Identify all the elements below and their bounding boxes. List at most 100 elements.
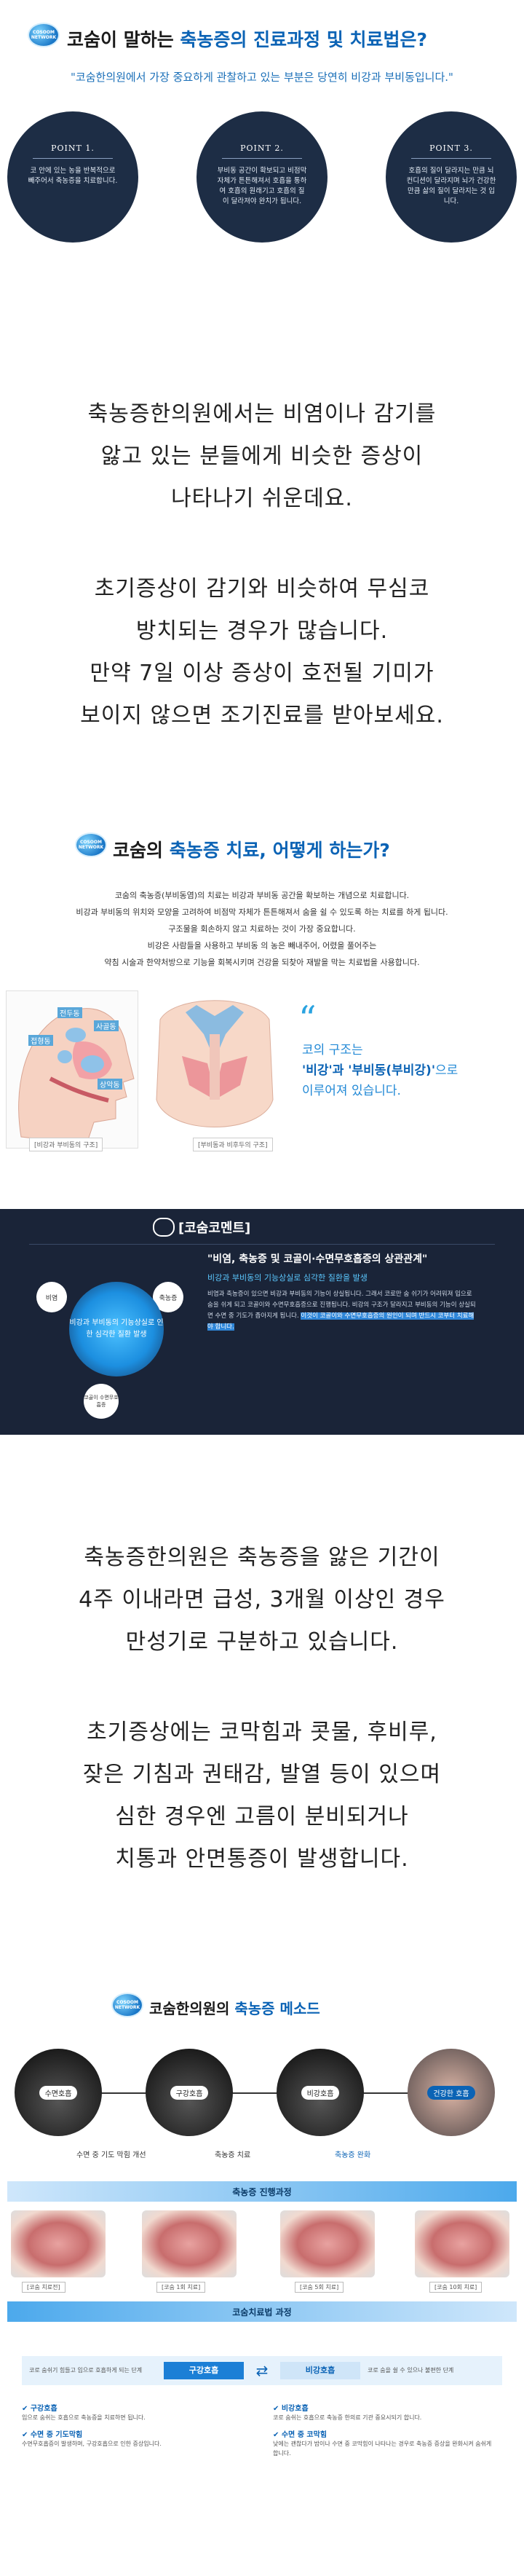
- thumb-1: [142, 2210, 237, 2277]
- note-text: 입으로 숨쉬는 호흡으로 축농증을 치료하면 됩니다.: [22, 2414, 146, 2421]
- text-block-4: 초기증상에는 코막힘과 콧물, 후비루, 잦은 기침과 권태감, 발열 등이 있…: [0, 1712, 524, 1880]
- comment-text: 비염과 축농증이 있으면 비강과 부비동의 기능이 상실됩니다. 그래서 코로만…: [207, 1289, 477, 1333]
- para-line: 비강은 사람들을 사용하고 부비동 의 농은 빼내주어, 어렸을 풀어주는: [147, 941, 377, 950]
- progress-bar: 축농증 진행과정: [7, 2181, 517, 2202]
- divider: [33, 158, 113, 159]
- step-note-1: 수면 중 기도 막힘 개선: [76, 2151, 146, 2159]
- swap-arrows-icon: ⇄: [255, 2362, 269, 2379]
- section1-title-prefix: 코숨이 말하는: [67, 29, 180, 50]
- node-rhinitis: 비염: [36, 1282, 67, 1312]
- text-line: 방치되는 경우가 많습니다.: [135, 618, 389, 644]
- text-block-3: 축농증한의원은 축농증을 앓은 기간이 4주 이내라면 급성, 3개월 이상인 …: [0, 1537, 524, 1663]
- label-ethmoid: 사골동: [94, 1020, 119, 1031]
- quote-line: 이루어져 있습니다.: [302, 1084, 401, 1098]
- text-block-1: 축농증한의원에서는 비염이나 감기를 앓고 있는 분들에게 비슷한 증상이 나타…: [0, 393, 524, 520]
- nose-label: 비강호흡: [280, 2362, 360, 2379]
- section3-title: 코숨한의원의 축농증 메소드: [149, 1997, 320, 2018]
- text-line: 초기증상이 감기와 비슷하여 무심코: [94, 576, 430, 602]
- section1-title-highlight: 축농증의 진료과정 및 치료법은?: [180, 29, 428, 50]
- text-line: 만약 7일 이상 증상이 호전될 기미가: [90, 661, 434, 686]
- section3-title-prefix: 코숨한의원의: [149, 2000, 235, 2017]
- note-heading: ✔ 수면 중 기도막힘: [22, 2431, 83, 2439]
- step-mouth-breathing: 구강호흡: [146, 2049, 233, 2136]
- text-line: 나타나기 쉬운데요.: [171, 486, 353, 511]
- section2-title-highlight: 축농증 치료, 어떻게 하는가?: [169, 840, 390, 861]
- section2-title: 코숨의 축농증 치료, 어떻게 하는가?: [113, 836, 390, 862]
- note-text: 수면무호흡증이 발생하며, 구강호흡으로 인한 증상입니다.: [22, 2441, 162, 2447]
- step-sleep-breathing: 수면호흡: [15, 2049, 102, 2136]
- treatment-label: 코숨치료법 과정: [232, 2307, 292, 2317]
- point-3-title: POINT 3.: [429, 143, 473, 153]
- point-3-circle: POINT 3. 호흡의 질이 달라지는 만큼 뇌 컨디션이 달라지며 뇌가 건…: [386, 111, 517, 243]
- text-line: 잦은 기침과 권태감, 발열 등이 있으며: [82, 1762, 442, 1787]
- text-line: 초기증상에는 코막힘과 콧물, 후비루,: [87, 1720, 437, 1745]
- note-heading: ✔ 구강호흡: [22, 2405, 57, 2413]
- thumb-before: [11, 2210, 106, 2277]
- thumb-caption: [코숨 10회 치료]: [429, 2282, 483, 2293]
- step-note-3: 축농증 완화: [335, 2151, 371, 2159]
- thumb-10: [415, 2210, 509, 2277]
- comment-body: 비염과 축농증이 있으면 비강과 부비동의 기능이 상실됩니다. 그래서 코로만…: [207, 1291, 476, 1320]
- point-2-title: POINT 2.: [240, 143, 284, 153]
- point-1-text: 코 안에 있는 농을 반복적으로 빼주어서 축농증을 치료합니다.: [28, 167, 118, 185]
- step-label: 건강한 호흡: [427, 2085, 475, 2100]
- divider: [222, 158, 302, 159]
- step-label: 구강호흡: [170, 2085, 209, 2100]
- text-line: 앓고 있는 분들에게 비슷한 증상이: [100, 444, 424, 469]
- thumb-caption: [코숨 5회 치료]: [295, 2282, 344, 2293]
- point-3-text: 호흡의 질이 달라지는 만큼 뇌 컨디션이 달라지며 뇌가 건강한 만큼 삶의 …: [406, 167, 496, 205]
- label-sphenoid: 접형동: [28, 1035, 53, 1046]
- step-label: 비강호흡: [301, 2085, 340, 2100]
- note-heading: ✔ 수면 중 코막힘: [273, 2431, 328, 2439]
- comment-center-circle: 비강과 부비동의 기능상실로 인한 심각한 질환 발생: [69, 1282, 164, 1376]
- step-note-2: 축농증 치료: [215, 2151, 251, 2159]
- text-block-2: 초기증상이 감기와 비슷하여 무심코 방치되는 경우가 많습니다. 만약 7일 …: [0, 568, 524, 737]
- quote-suffix: 으로: [435, 1063, 458, 1078]
- face-front-illustration: [156, 1000, 274, 1127]
- section1-title: 코숨이 말하는 축농증의 진료과정 및 치료법은?: [67, 25, 427, 52]
- note-text: 코로 숨쉬는 호흡으로 축농증 한의료 기관 중요시되기 합니다.: [273, 2414, 422, 2421]
- point-2-text: 부비동 공간이 확보되고 비점막 자체가 튼튼해져서 호흡을 통하여 호흡의 원…: [217, 167, 307, 205]
- point-1-title: POINT 1.: [51, 143, 95, 153]
- para-line: 구조물을 회손하지 않고 치료하는 것이 가장 중요합니다.: [168, 924, 356, 934]
- section1-quote: "코숨한의원에서 가장 중요하게 관찰하고 있는 부분은 당연히 비강과 부비동…: [71, 71, 453, 84]
- text-line: 심한 경우엔 고름이 분비되거나: [115, 1804, 409, 1829]
- step-nose-breathing: 비강호흡: [277, 2049, 364, 2136]
- mouth-label: 구강호흡: [164, 2362, 244, 2379]
- step-label: 수면호흡: [39, 2085, 78, 2100]
- text-line: 만성기로 구분하고 있습니다.: [125, 1629, 399, 1655]
- quote-line: '비강'과 '부비동(부비강)'으로: [302, 1060, 458, 1081]
- text-line: 축농증한의원은 축농증을 앓은 기간이: [84, 1545, 440, 1570]
- thumb-5: [280, 2210, 375, 2277]
- nasal-anatomy-figure: 전두동 사골동 접형동 상악동: [6, 990, 138, 1149]
- chat-bubble-icon: [153, 1218, 175, 1237]
- nose-side-text: 코로 숨을 쉴 수 있으나 불편한 단계: [368, 2367, 454, 2374]
- face-sinus-figure: [146, 990, 284, 1147]
- para-line: 비강과 부비동의 위치와 모양을 고려하여 비점막 자체가 튼튼해져서 숨을 쉴…: [76, 907, 448, 917]
- step-healthy-breathing: 건강한 호흡: [408, 2049, 495, 2136]
- comment-title: "비염, 축농증 및 코골이·수면무호흡증의 상관관계": [207, 1253, 428, 1265]
- thumb-caption: [코숨 치료전]: [22, 2282, 66, 2293]
- note-heading: ✔ 비강호흡: [273, 2405, 309, 2413]
- label-frontal: 전두동: [57, 1007, 82, 1018]
- comment-header: [코숨코멘트]: [178, 1221, 251, 1236]
- thumb-caption: [코숨 1회 치료]: [156, 2282, 206, 2293]
- mouth-side-text: 코로 숨쉬기 힘들고 입으로 호흡하게 되는 단계: [29, 2367, 143, 2374]
- divider: [29, 1244, 495, 1245]
- node-snoring: 코골이 수면무호흡증: [84, 1384, 119, 1419]
- caption-left: [비강과 부비동의 구조]: [29, 1138, 103, 1151]
- mouth-vs-nose-bar: [22, 2356, 502, 2385]
- note-text: 낮에는 괜찮다가 밤이나 수면 중 코막힘이 나타나는 경우로 축농증 증상을 …: [273, 2441, 492, 2457]
- quote-line: 코의 구조는: [302, 1043, 363, 1057]
- bottom-right-notes: ✔ 비강호흡 코로 숨쉬는 호흡으로 축농증 한의료 기관 중요시되기 합니다.…: [273, 2396, 499, 2458]
- section2-quote-mark: “: [298, 999, 317, 1039]
- comment-panel: [코숨코멘트] 비염 축농증 비강과 부비동의 기능상실로 인한 심각한 질환 …: [0, 1209, 524, 1435]
- comment-subtitle: 비강과 부비동의 기능상실로 심각한 질환을 발생: [207, 1273, 368, 1283]
- section2-title-prefix: 코숨의: [113, 840, 170, 861]
- section2-quote: 코의 구조는 '비강'과 '부비동(부비강)'으로 이루어져 있습니다.: [302, 1040, 458, 1101]
- section3-title-highlight: 축농증 메소드: [234, 2000, 320, 2017]
- bottom-left-notes: ✔ 구강호흡 입으로 숨쉬는 호흡으로 축농증을 치료하면 됩니다. ✔ 수면 …: [22, 2396, 240, 2449]
